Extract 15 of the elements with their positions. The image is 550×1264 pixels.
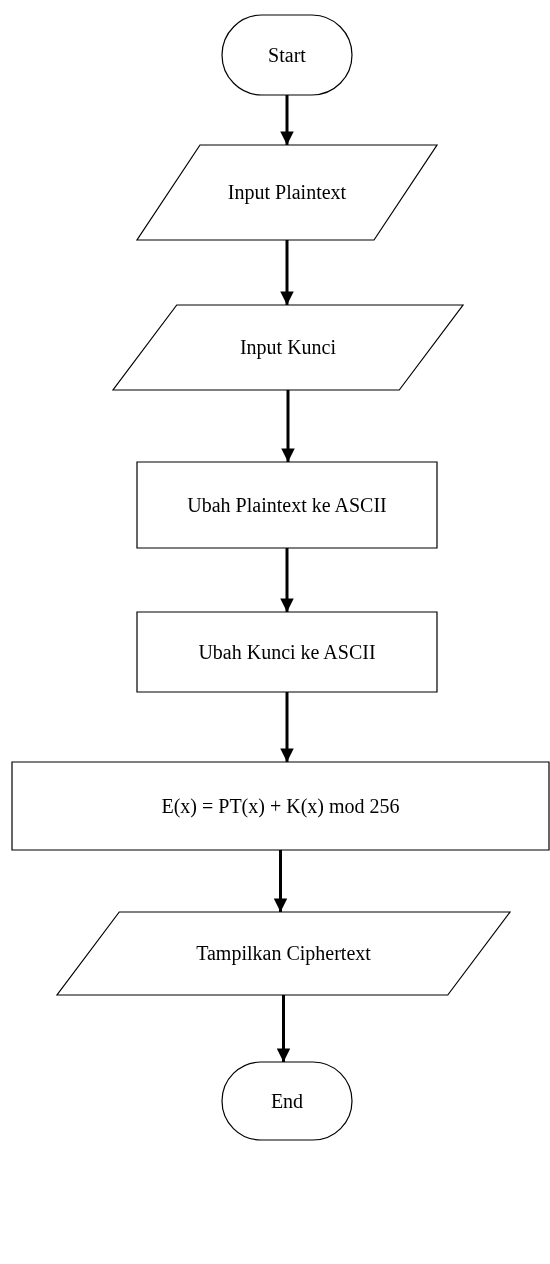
node-label: Input Plaintext <box>226 180 348 205</box>
node-label: E(x) = PT(x) + K(x) mod 256 <box>160 793 401 819</box>
node-label: Ubah Plaintext ke ASCII <box>186 492 388 518</box>
arrow <box>276 995 291 1062</box>
node-label: Ubah Kunci ke ASCII <box>197 639 377 665</box>
arrow <box>280 95 294 145</box>
arrow <box>273 850 288 912</box>
node-label: Start <box>267 42 307 68</box>
node-label: End <box>269 1088 305 1114</box>
arrow <box>280 240 294 305</box>
node-label: Tampilkan Ciphertext <box>195 941 372 966</box>
arrow <box>281 390 295 462</box>
arrow <box>280 692 294 762</box>
arrow <box>280 548 294 612</box>
node-label: Input Kunci <box>238 335 338 360</box>
